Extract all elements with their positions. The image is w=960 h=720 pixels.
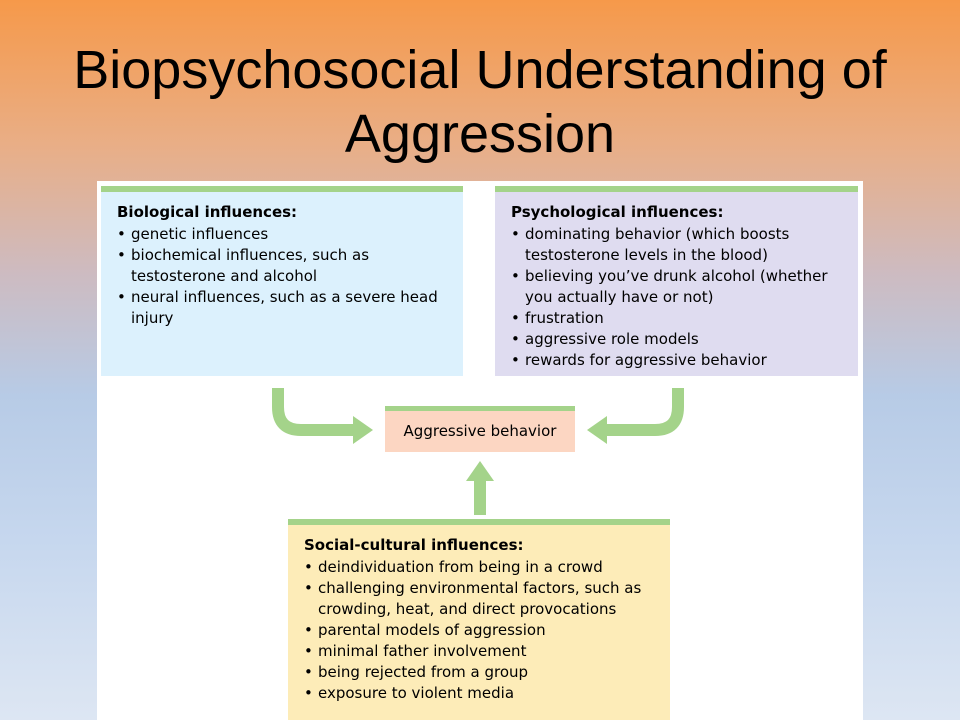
biological-list: genetic influences biochemical influence… xyxy=(117,224,449,329)
social-item: challenging environmental factors, such … xyxy=(304,578,656,620)
social-cultural-influences-box: Social-cultural influences: deindividuat… xyxy=(288,519,670,720)
diagram-panel: Biological influences: genetic influence… xyxy=(97,181,863,720)
biological-item: genetic influences xyxy=(117,224,449,245)
title-line-2: Aggression xyxy=(344,104,616,164)
slide-title: Biopsychosocial Understanding of Aggress… xyxy=(0,38,960,166)
psychological-heading: Psychological influences: xyxy=(511,203,724,221)
social-heading: Social-cultural influences: xyxy=(304,536,524,554)
psychological-item: aggressive role models xyxy=(511,329,844,350)
biological-heading: Biological influences: xyxy=(117,203,298,221)
arrow-social-to-center xyxy=(474,479,486,515)
social-item: being rejected from a group xyxy=(304,662,656,683)
psychological-influences-box: Psychological influences: dominating beh… xyxy=(495,186,858,376)
psychological-item: rewards for aggressive behavior xyxy=(511,350,844,371)
psychological-item: dominating behavior (which boosts testos… xyxy=(511,224,844,266)
social-item: deindividuation from being in a crowd xyxy=(304,557,656,578)
social-item: exposure to violent media xyxy=(304,683,656,704)
arrow-psychological-head xyxy=(587,416,607,444)
arrow-social-head xyxy=(466,461,494,481)
biological-item: biochemical influences, such as testoste… xyxy=(117,245,449,287)
biological-item: neural influences, such as a severe head… xyxy=(117,287,449,329)
arrow-psychological-to-center xyxy=(607,388,684,436)
psychological-list: dominating behavior (which boosts testos… xyxy=(511,224,844,371)
title-line-1: Biopsychosocial Understanding of xyxy=(73,40,887,100)
aggressive-behavior-box: Aggressive behavior xyxy=(385,406,575,452)
social-list: deindividuation from being in a crowd ch… xyxy=(304,557,656,704)
arrow-biological-head xyxy=(353,416,373,444)
social-item: minimal father involvement xyxy=(304,641,656,662)
psychological-item: frustration xyxy=(511,308,844,329)
flow-arrows xyxy=(272,388,684,515)
arrow-biological-to-center xyxy=(272,388,353,436)
psychological-item: believing you’ve drunk alcohol (whether … xyxy=(511,266,844,308)
biological-influences-box: Biological influences: genetic influence… xyxy=(101,186,463,376)
social-item: parental models of aggression xyxy=(304,620,656,641)
